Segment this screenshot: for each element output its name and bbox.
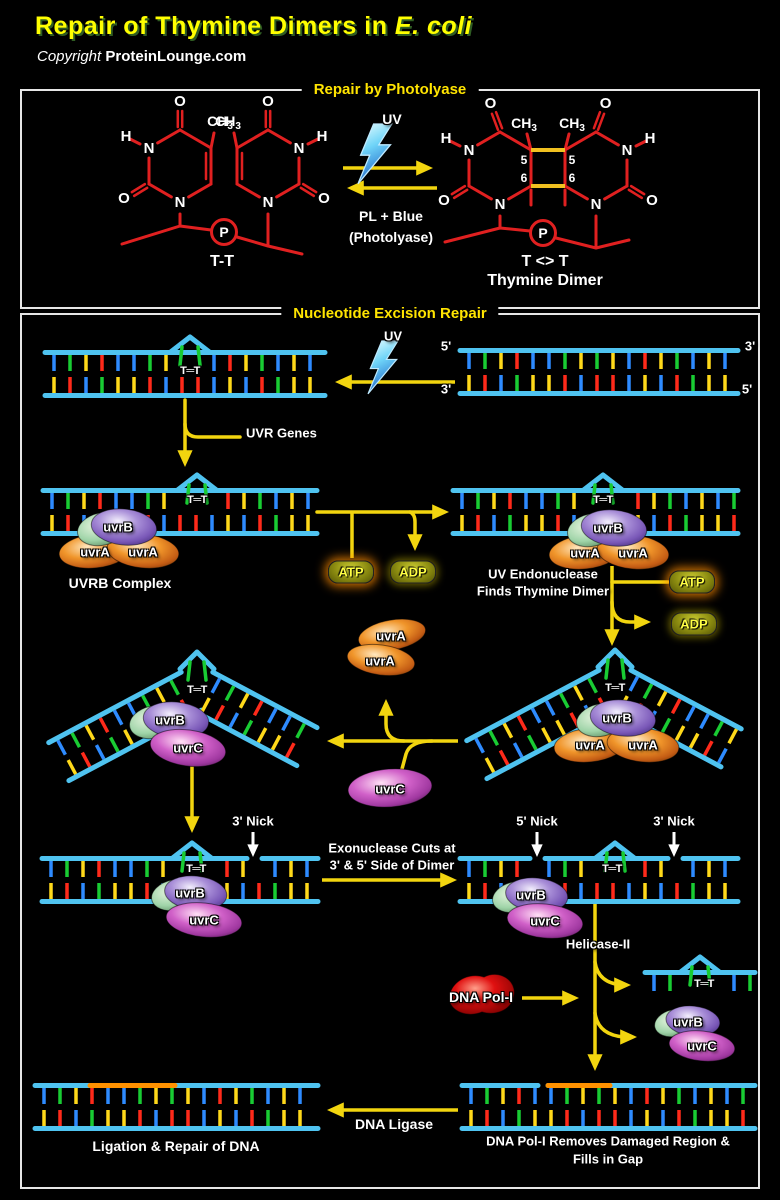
svg-text:5: 5	[569, 153, 576, 167]
uvrb-label-7: uvrB	[673, 1014, 703, 1030]
svg-text:H: H	[317, 128, 328, 145]
uvrb-label-3: uvrB	[155, 712, 185, 728]
svg-text:5: 5	[521, 153, 528, 167]
svg-text:N: N	[495, 196, 506, 213]
dna-ligase-label: DNA Ligase	[354, 1116, 434, 1132]
svg-text:H: H	[121, 128, 132, 145]
ner-panel-title: Nucleotide Excision Repair	[281, 305, 499, 322]
dimer-label-5: T═T	[605, 682, 625, 694]
five-prime-top-left: 5'	[440, 338, 452, 354]
fill-gap-label-line1: DNA Pol-I Removes Damaged Region &	[486, 1133, 730, 1149]
uvrb-label-5: uvrB	[175, 885, 205, 901]
product-name: Thymine Dimer	[487, 272, 603, 289]
svg-text:N: N	[591, 196, 602, 213]
uv-label-ner: UV	[383, 328, 403, 344]
uvrb-complex-label: UVRB Complex	[68, 575, 172, 591]
dimer-label-1: T═T	[180, 365, 200, 377]
uvrb-label-2: uvrB	[593, 520, 623, 536]
dimer-label-7: T═T	[602, 863, 622, 875]
uvrb-label-1: uvrB	[103, 519, 133, 535]
five-prime-bottom-right: 5'	[741, 381, 753, 397]
svg-text:H: H	[441, 130, 452, 147]
svg-text:CH3: CH3	[559, 115, 585, 134]
uvrc-label-3: uvrC	[189, 912, 219, 928]
ner-panel: Nucleotide Excision Repair	[20, 305, 760, 1189]
svg-text:6: 6	[569, 171, 576, 185]
atp-badge-1: ATP	[328, 560, 374, 584]
svg-text:N: N	[294, 140, 305, 157]
svg-text:O: O	[600, 95, 612, 112]
uvra-label-8: uvrA	[628, 737, 658, 753]
nick3-label-1: 3' Nick	[232, 813, 274, 829]
uvrc-label-4: uvrC	[530, 913, 560, 929]
endonuclease-label-line1: UV Endonuclease	[488, 566, 598, 582]
uv-label-photolyase: UV	[382, 111, 402, 127]
svg-text:N: N	[263, 194, 274, 211]
svg-text:O: O	[262, 93, 274, 110]
nick5-label: 5' Nick	[516, 813, 558, 829]
svg-text:O: O	[438, 192, 450, 209]
enzyme-label-line2: (Photolyase)	[348, 229, 434, 245]
uvrc-label-2: uvrC	[375, 781, 405, 797]
svg-text:P: P	[538, 225, 547, 241]
adp-badge-2: ADP	[671, 612, 717, 636]
svg-text:N: N	[175, 194, 186, 211]
fill-gap-label-line2: Fills in Gap	[572, 1151, 644, 1167]
adp-badge-1: ADP	[390, 560, 436, 584]
svg-text:CH3: CH3	[511, 115, 537, 134]
svg-text:O: O	[118, 190, 130, 207]
nick3-label-2: 3' Nick	[653, 813, 695, 829]
svg-text:6: 6	[521, 171, 528, 185]
uvra-label-5: uvrA	[376, 628, 406, 644]
svg-text:N: N	[464, 142, 475, 159]
dimer-label-3: T═T	[593, 494, 613, 506]
uvrb-label-6: uvrB	[516, 887, 546, 903]
brand-name: ProteinLounge.com	[105, 48, 247, 65]
svg-text:H: H	[645, 130, 656, 147]
uvrc-label-5: uvrC	[687, 1038, 717, 1054]
svg-text:CH3: CH3	[207, 113, 233, 132]
uvra-label-2: uvrA	[128, 544, 158, 560]
dna-pol-label: DNA Pol-I	[448, 989, 514, 1005]
svg-text:CH3: CH3	[215, 113, 241, 132]
svg-text:P: P	[219, 224, 228, 240]
uvra-label-1: uvrA	[80, 544, 110, 560]
photolyase-panel-title: Repair by Photolyase	[301, 81, 479, 98]
exonuclease-label-line1: Exonuclease Cuts at	[328, 840, 456, 856]
svg-text:O: O	[318, 190, 330, 207]
enzyme-label-line1: PL + Blue	[359, 208, 423, 224]
atp-badge-2: ATP	[669, 570, 715, 594]
copyright-word: Copyright	[37, 48, 102, 65]
substrate-label: T-T	[210, 253, 234, 270]
three-prime-bottom-left: 3'	[440, 381, 452, 397]
page-title: Repair of Thymine Dimers in E. coli	[35, 12, 472, 41]
dimer-label-4: T═T	[187, 684, 207, 696]
svg-text:O: O	[174, 93, 186, 110]
dimer-label-6: T═T	[186, 863, 206, 875]
uvra-label-6: uvrA	[365, 653, 395, 669]
page-title-text: Repair of Thymine Dimers in	[35, 12, 388, 40]
uvr-genes-label: UVR Genes	[246, 425, 317, 441]
endonuclease-label-line2: Finds Thymine Dimer	[476, 583, 610, 599]
uvra-label-4: uvrA	[618, 545, 648, 561]
svg-text:O: O	[485, 95, 497, 112]
svg-text:N: N	[622, 142, 633, 159]
uvrb-label-4: uvrB	[602, 710, 632, 726]
dimer-label-2: T═T	[187, 494, 207, 506]
copyright-line: Copyright ProteinLounge.com	[37, 48, 246, 65]
svg-text:N: N	[144, 140, 155, 157]
three-prime-top-right: 3'	[744, 338, 756, 354]
uvra-label-3: uvrA	[570, 545, 600, 561]
ligation-label: Ligation & Repair of DNA	[92, 1138, 260, 1154]
page-title-species: E. coli	[394, 12, 473, 40]
svg-text:O: O	[646, 192, 658, 209]
helicase-label: Helicase-II	[565, 936, 631, 952]
uvra-label-7: uvrA	[575, 737, 605, 753]
dimer-label-8: T═T	[694, 978, 714, 990]
uvrc-label-1: uvrC	[173, 740, 203, 756]
product-label: T <> T	[521, 253, 569, 270]
exonuclease-label-line2: 3' & 5' Side of Dimer	[329, 857, 455, 873]
